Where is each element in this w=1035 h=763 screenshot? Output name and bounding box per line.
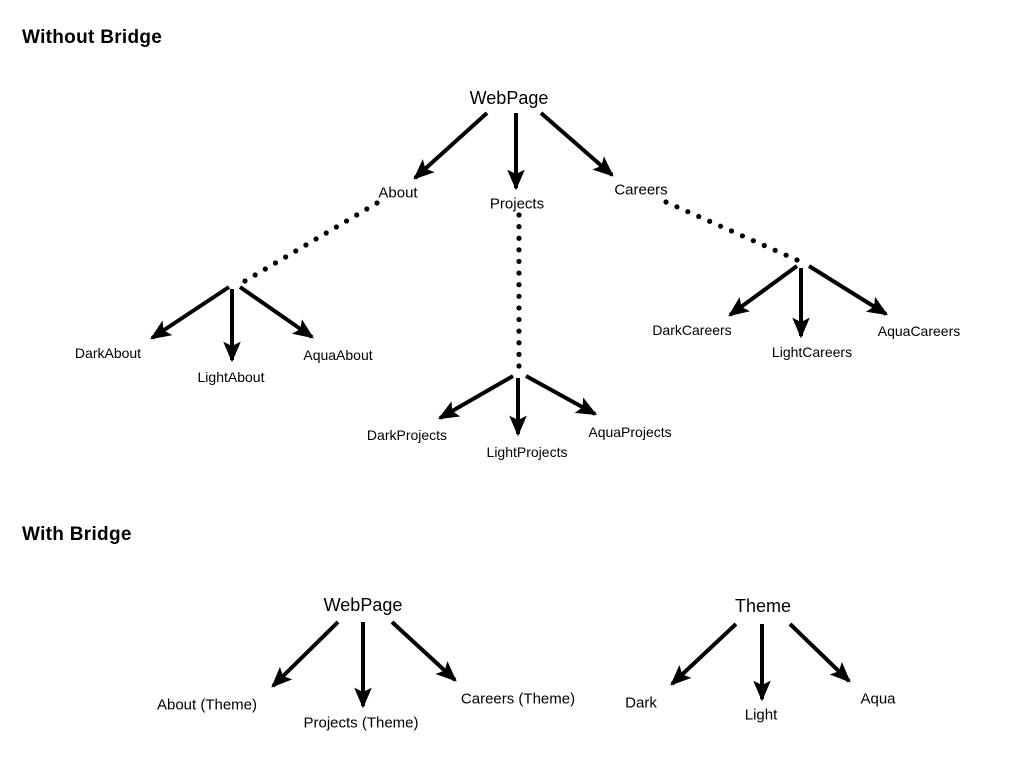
node-aqua-about: AquaAbout [303, 347, 373, 363]
edge-arrow-projects-junction-to-darkprojects [437, 374, 514, 420]
bridge-edge-webpage-tree-2 [390, 620, 457, 682]
node-aqua-projects: AquaProjects [588, 424, 672, 440]
dotted-edge-about-dot [323, 230, 329, 236]
dotted-edge-projects-dot [516, 282, 522, 288]
dotted-line-group [242, 199, 800, 369]
node-webpage-root: WebPage [469, 88, 549, 108]
dotted-edge-about-dot [313, 236, 319, 242]
dotted-edge-projects-dot [516, 212, 522, 218]
edge-arrow-webpage-to-about [413, 111, 489, 180]
dotted-edge-about-dot [364, 206, 370, 212]
node-projects-theme: Projects (Theme) [303, 714, 419, 732]
dotted-edge-careers-dot [739, 233, 746, 239]
node-dark-about: DarkAbout [74, 345, 142, 361]
section-title-without-bridge: Without Bridge [22, 27, 163, 48]
dotted-edge-about-dot [343, 218, 350, 224]
dotted-edge-projects-dot [516, 316, 522, 323]
dotted-edge-about-dot [283, 254, 289, 260]
node-aqua-careers: AquaCareers [877, 323, 961, 339]
edge-arrow-webpage-to-careers [539, 111, 614, 177]
dotted-edge-projects-dot [516, 270, 522, 276]
node-theme-light: Light [744, 706, 778, 724]
section-title-with-bridge: With Bridge [22, 524, 132, 545]
dotted-edge-about-dot [303, 242, 309, 248]
bridge-edge-theme-tree-2 [788, 622, 851, 683]
dotted-edge-careers-dot [750, 238, 756, 244]
dotted-edge-careers-dot [674, 204, 680, 210]
bridge-edge-theme-tree-0 [670, 622, 738, 686]
node-light-about: LightAbout [197, 369, 265, 385]
dotted-edge-careers-dot [794, 257, 800, 263]
edge-arrow-about-junction-to-darkabout [149, 285, 231, 340]
dotted-edge-about-dot [374, 200, 380, 206]
dotted-edge-projects-dot [516, 305, 522, 311]
dotted-edge-about-dot [293, 248, 299, 254]
dotted-edge-projects-dot [516, 340, 522, 346]
edge-arrow-about-junction-to-aquaabout [238, 285, 314, 339]
node-projects: Projects [489, 195, 545, 213]
dotted-edge-careers-dot [717, 223, 724, 229]
edge-arrow-careers-junction-to-darkcareers [728, 264, 799, 317]
edge-arrow-projects-junction-to-aquaprojects [525, 374, 598, 416]
node-theme-aqua: Aqua [860, 690, 896, 708]
node-bridge-webpage-root: WebPage [323, 595, 403, 615]
solid-arrow-group [149, 111, 889, 437]
dotted-edge-about-dot [252, 272, 258, 278]
dotted-edge-projects-dot [516, 247, 522, 253]
node-careers-theme: Careers (Theme) [460, 690, 576, 708]
dotted-edge-about-dot [262, 266, 268, 272]
dotted-edge-projects-dot [516, 351, 522, 357]
node-theme-root: Theme [734, 596, 792, 616]
node-theme-dark: Dark [625, 694, 657, 712]
bridge-edge-webpage-tree-0 [271, 620, 340, 688]
dotted-edge-about-dot [242, 278, 248, 284]
dotted-edge-careers-dot [772, 247, 778, 253]
node-light-careers: LightCareers [771, 344, 853, 360]
dotted-edge-careers-dot [783, 252, 789, 258]
dotted-edge-careers-dot [696, 213, 702, 220]
dotted-edge-careers-dot [761, 242, 767, 249]
node-light-projects: LightProjects [486, 444, 568, 460]
node-about: About [378, 184, 418, 202]
dotted-edge-projects-dot [516, 235, 522, 241]
dotted-edge-careers-dot [728, 228, 735, 234]
dotted-edge-projects-dot [516, 363, 522, 369]
dotted-edge-projects-dot [516, 293, 522, 299]
dotted-edge-careers-dot [685, 209, 691, 215]
dotted-edge-projects-dot [516, 328, 522, 334]
dotted-edge-about-dot [272, 260, 279, 266]
dotted-edge-careers-dot [663, 199, 669, 205]
dotted-edge-about-dot [354, 212, 360, 218]
node-about-theme: About (Theme) [156, 696, 258, 714]
node-careers: Careers [614, 181, 668, 199]
dotted-edge-about-dot [333, 224, 339, 230]
dotted-edge-careers-dot [707, 218, 713, 224]
edge-arrow-careers-junction-to-aquacareers [807, 264, 889, 316]
dotted-edge-projects-dot [516, 224, 522, 230]
bridge-arrow-group [271, 620, 851, 709]
node-dark-careers: DarkCareers [652, 322, 732, 338]
dotted-edge-projects-dot [516, 258, 522, 265]
node-dark-projects: DarkProjects [366, 427, 448, 443]
